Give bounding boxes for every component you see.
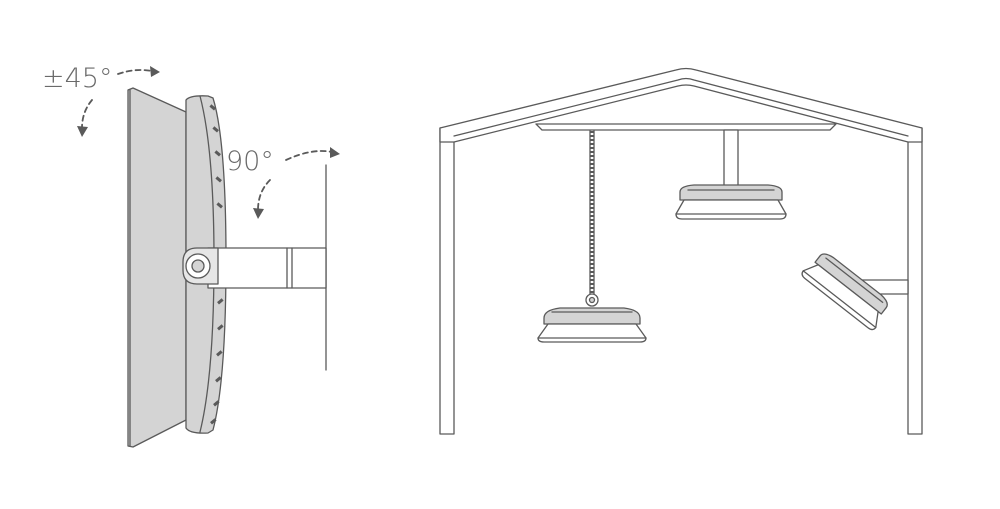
tilt-arrow-top: [117, 69, 153, 75]
wall-bracket-fixture: [801, 253, 909, 331]
roof-truss: [439, 67, 923, 143]
heat-sink-ribs: [209, 104, 224, 425]
building-frame: [439, 67, 923, 435]
side-view-fixture: ±45° 90°: [42, 63, 340, 448]
reflector-cone: [127, 87, 187, 448]
tilt-arrow-left: [81, 99, 93, 129]
tie-beam: [535, 123, 837, 131]
mounting-bracket: [182, 247, 327, 289]
left-column: [439, 127, 455, 435]
ceiling-bracket-fixture: [675, 129, 787, 220]
tilt-angle-label: ±45°: [42, 63, 112, 94]
chain-hung-fixture: [537, 130, 647, 343]
right-column: [907, 127, 923, 435]
rotation-angle-label: 90°: [226, 146, 274, 177]
rotation-arrow: [285, 150, 333, 161]
